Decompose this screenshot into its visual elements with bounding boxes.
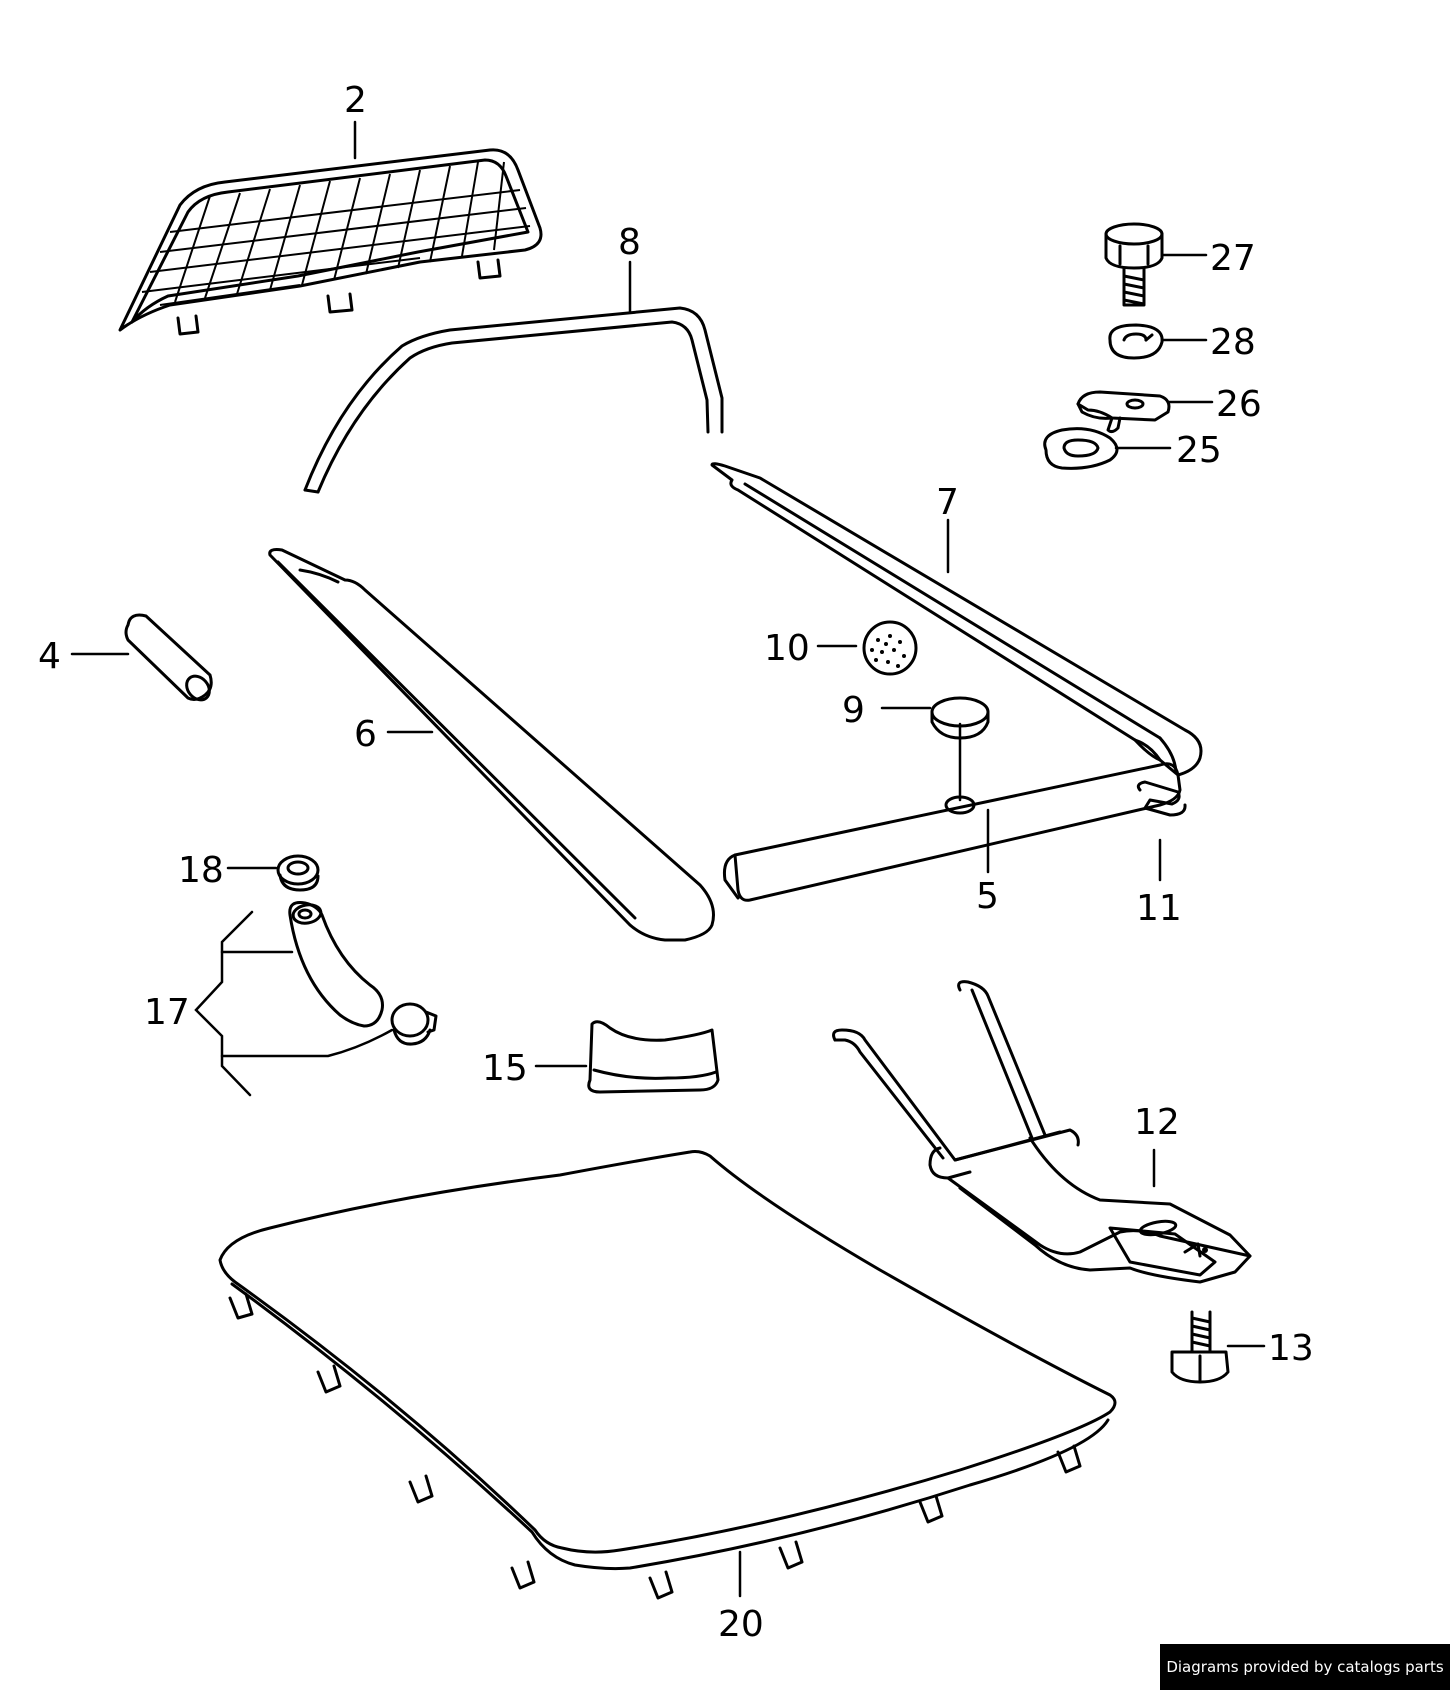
part-4-tube [124, 613, 213, 702]
part-7-side-seal [710, 462, 1203, 777]
part-25-eyelet [1043, 427, 1119, 470]
callout-20: 20 [718, 1604, 764, 1645]
part-11-clip [1136, 780, 1187, 817]
callout-18: 18 [178, 850, 224, 891]
part-6-side-seal [268, 548, 715, 942]
part-5-front-seal [723, 762, 1182, 902]
callout-4: 4 [38, 636, 61, 677]
callout-labels: 2 4 5 6 7 8 9 10 11 12 13 15 17 18 20 25… [38, 80, 1314, 1645]
callout-6: 6 [354, 714, 377, 755]
part-20-floor-panel [218, 1150, 1117, 1600]
callout-28: 28 [1210, 322, 1256, 363]
callout-15: 15 [482, 1048, 528, 1089]
part-13-bolt [1170, 1310, 1230, 1384]
callout-10: 10 [764, 628, 810, 669]
callout-27: 27 [1210, 238, 1256, 279]
callout-13: 13 [1268, 1328, 1314, 1369]
leader-lines [70, 120, 1266, 1598]
part-27-bolt [1104, 222, 1164, 307]
part-10-pad [862, 620, 918, 676]
callout-7: 7 [936, 482, 959, 523]
part-15-corner-piece [587, 1020, 720, 1094]
callout-2: 2 [344, 80, 367, 121]
part-18-grommet [276, 854, 320, 892]
callout-11: 11 [1136, 888, 1182, 929]
callout-12: 12 [1134, 1102, 1180, 1143]
callout-8: 8 [618, 222, 641, 263]
credit-banner: Diagrams provided by catalogs parts [1160, 1644, 1450, 1690]
part-28-washer [1108, 323, 1164, 360]
callout-9: 9 [842, 690, 865, 731]
callout-5: 5 [976, 876, 999, 917]
part-8-seal-strip [303, 306, 724, 494]
callout-25: 25 [1176, 430, 1222, 471]
callout-26: 26 [1216, 384, 1262, 425]
part-17-plug [390, 1002, 438, 1046]
part-26-clip [1076, 390, 1171, 434]
part-17-hose [288, 901, 438, 1046]
part-12-bracket [832, 980, 1252, 1284]
callout-17: 17 [144, 992, 190, 1033]
part-2-cargo-net [118, 148, 543, 336]
